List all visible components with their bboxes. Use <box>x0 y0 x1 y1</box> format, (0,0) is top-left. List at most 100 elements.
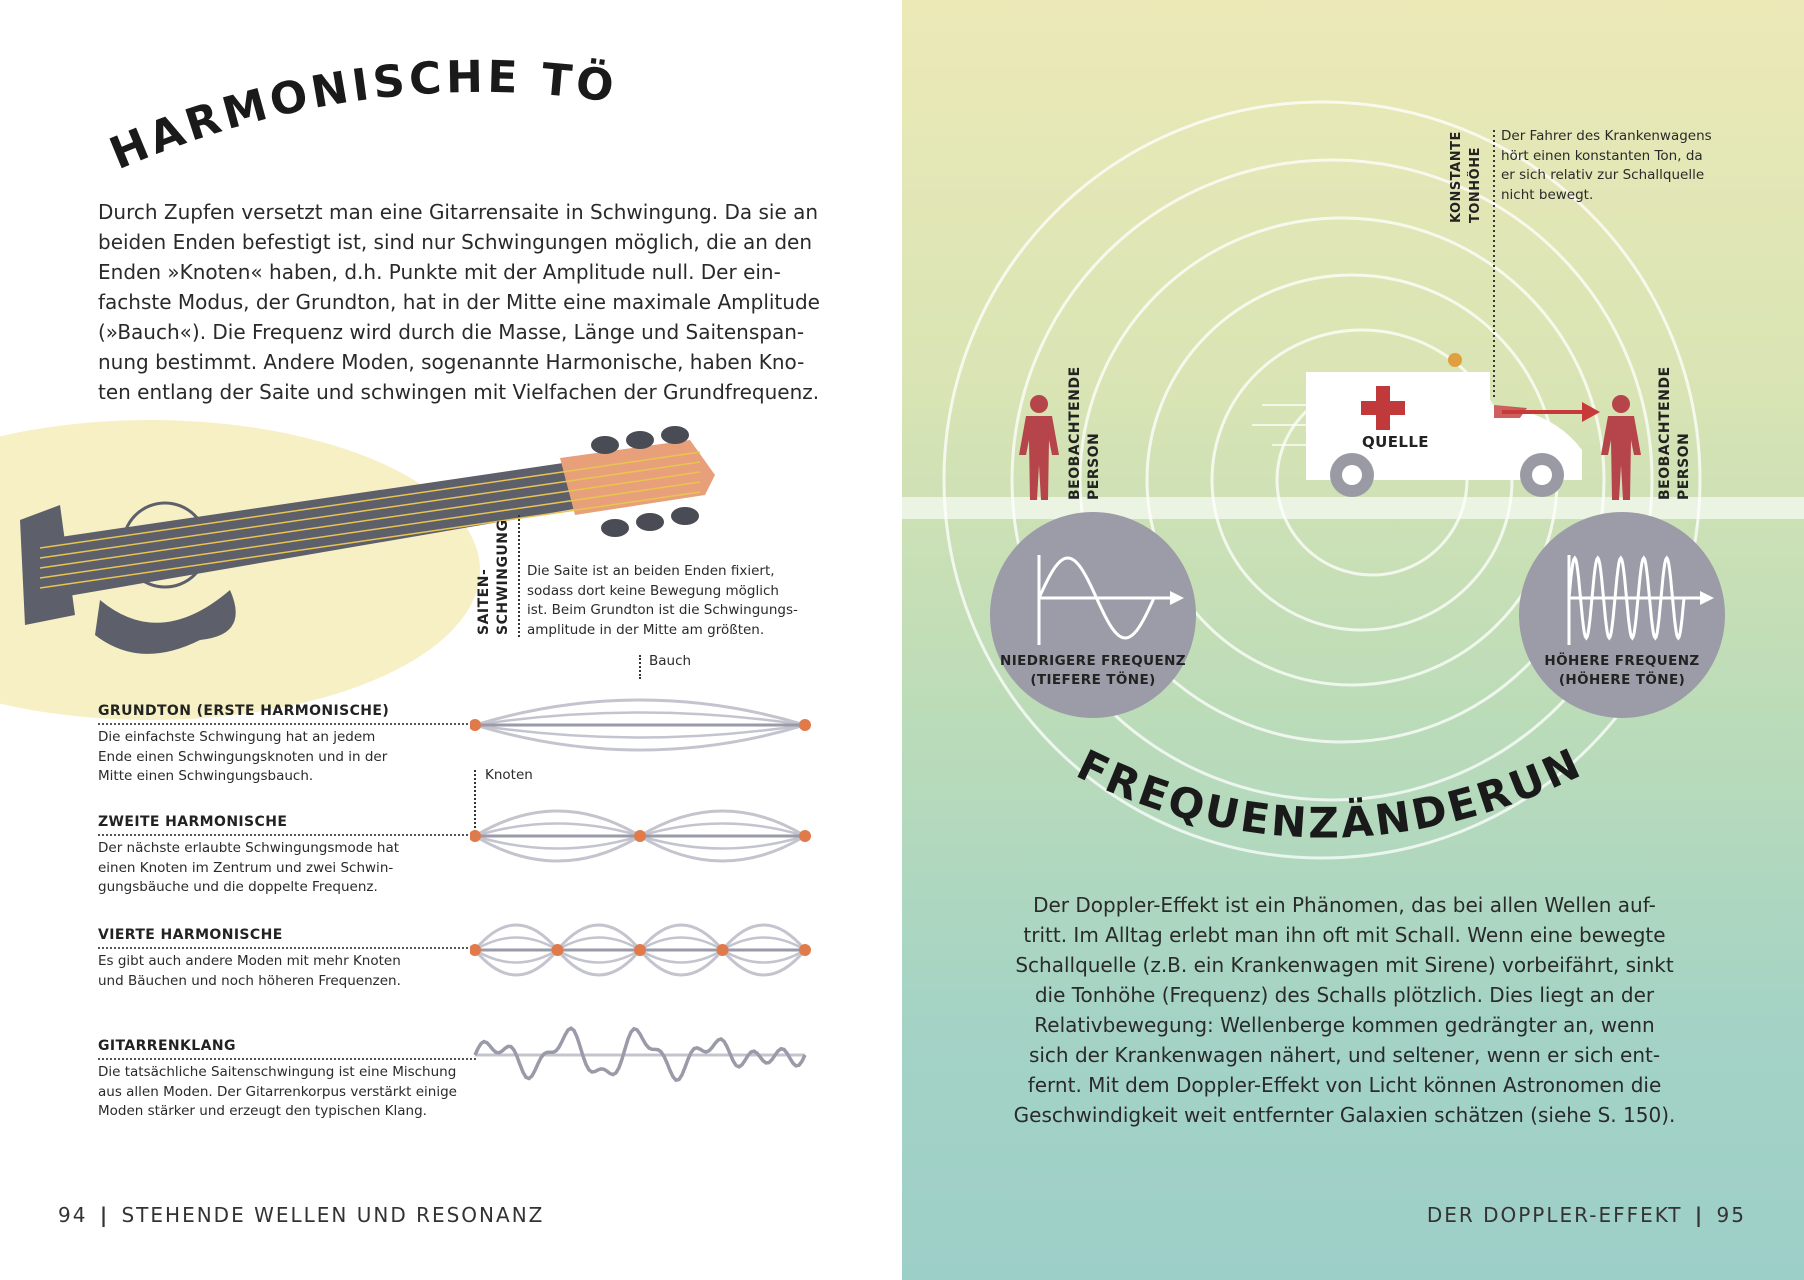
string-annotation-text: Die Saite ist an beiden Enden fixiert, s… <box>527 562 798 640</box>
paragraph-line: fernt. Mit dem Doppler-Effekt von Licht … <box>1027 1073 1662 1097</box>
low-frequency-label: NIEDRIGERE FREQUENZ (TIEFERE TÖNE) <box>993 652 1193 690</box>
annotation-line: ist. Beim Grundton ist die Schwingungs- <box>527 602 798 618</box>
doppler-paragraph: Der Doppler-Effekt ist ein Phänomen, das… <box>942 890 1747 1130</box>
annotation-line: sodass dort keine Bewegung möglich <box>527 582 779 599</box>
paragraph-line: die Tonhöhe (Frequenz) des Schalls plötz… <box>1034 983 1655 1007</box>
road <box>902 497 1804 519</box>
label-line: NIEDRIGERE FREQUENZ <box>1000 653 1186 669</box>
intro-text: Durch Zupfen versetzt man eine Gitarrens… <box>98 197 858 407</box>
paragraph-line: Geschwindigkeit weit entfernter Galaxien… <box>1013 1103 1676 1127</box>
label-line: PERSON <box>1676 432 1692 500</box>
footer-separator: | <box>1694 1203 1705 1227</box>
mode-heading: GRUNDTON (ERSTE HARMONISCHE) <box>98 703 390 719</box>
node-dot <box>799 719 811 731</box>
node-dot <box>470 944 481 956</box>
mode-line: aus allen Moden. Der Gitarrenkorpus vers… <box>98 1083 457 1100</box>
label-line: TONHÖHE <box>1468 147 1483 223</box>
annotation-line: nicht bewegt. <box>1501 186 1594 203</box>
annotation-leader <box>518 515 520 637</box>
annotation-line: Die Saite ist an beiden Enden fixiert, <box>527 563 775 579</box>
guitar-sound-wave <box>473 1026 807 1083</box>
label-line: SAITEN- <box>476 568 492 635</box>
low-frequency-circle <box>990 512 1196 718</box>
label-line: (TIEFERE TÖNE) <box>1030 672 1156 688</box>
label-line: KONSTANTE <box>1449 131 1464 223</box>
standing-wave-curve <box>474 711 806 727</box>
label-line: HÖHERE FREQUENZ <box>1544 653 1700 669</box>
observer-label-left: BEOBACHTENDE PERSON <box>1067 350 1103 500</box>
annotation-line: hört einen konstanten Ton, da <box>1501 147 1703 164</box>
mode-heading: GITARRENKLANG <box>98 1038 236 1054</box>
mode-gitarrenklang: GITARRENKLANG Die tatsächliche Saitensch… <box>98 1038 476 1122</box>
label-line: BEOBACHTENDE <box>1067 366 1083 500</box>
paragraph-line: Relativbewegung: Wellenberge kommen gedr… <box>1034 1013 1655 1037</box>
node-dot <box>551 944 564 956</box>
annotation-line: Der Fahrer des Krankenwagens <box>1501 128 1712 144</box>
mode-vierte: VIERTE HARMONISCHE Es gibt auch andere M… <box>98 927 476 991</box>
ambulance <box>1252 353 1600 497</box>
node-dot <box>799 944 811 956</box>
page-title-harmonische: HARMONISCHE TÖNE <box>0 0 621 180</box>
mode-zweite: ZWEITE HARMONISCHE Der nächste erlaubte … <box>98 814 476 898</box>
mode-line: Mitte einen Schwingungsbauch. <box>98 768 314 784</box>
right-page: FREQUENZÄNDERUNG KONSTANTE TONHÖHE Der F… <box>902 0 1804 1280</box>
section-title: DER DOPPLER-EFFEKT <box>1426 1203 1683 1227</box>
observer-icons <box>1019 395 1641 500</box>
intro-line: nung bestimmt. Andere Moden, sogenannte … <box>98 350 805 374</box>
mode-line: gungsbäuche und die doppelte Frequenz. <box>98 879 378 895</box>
divider <box>98 947 476 949</box>
annotation-line: amplitude in der Mitte am größten. <box>527 621 765 638</box>
string-annotation-label: SAITEN- SCHWINGUNG <box>476 519 512 635</box>
mode-grundton: GRUNDTON (ERSTE HARMONISCHE) Die einfach… <box>98 703 476 787</box>
mode-line: und Bäuchen und noch höheren Frequenzen. <box>98 972 401 989</box>
label-line: (HÖHERE TÖNE) <box>1558 672 1686 688</box>
left-page: HARMONISCHE TÖNE Durch Zupfen versetzt m… <box>0 0 858 1227</box>
paragraph-line: sich der Krankenwagen nähert, und selten… <box>1028 1043 1661 1067</box>
mode-line: Die tatsächliche Saitenschwingung ist ei… <box>98 1064 457 1080</box>
guitar-illustration <box>0 420 715 720</box>
standing-wave-curve <box>474 698 806 727</box>
node-dot <box>716 944 729 956</box>
footer-right: DER DOPPLER-EFFEKT | 95 <box>1427 1203 1746 1227</box>
source-label: QUELLE <box>1362 433 1429 451</box>
page-number: 94 <box>58 1203 88 1227</box>
mode-line: einen Knoten im Zentrum und zwei Schwin- <box>98 859 394 876</box>
label-line: PERSON <box>1086 432 1102 500</box>
standing-wave-curve <box>474 723 806 739</box>
intro-line: Durch Zupfen versetzt man eine Gitarrens… <box>98 200 819 224</box>
knoten-leader <box>474 770 476 832</box>
mode-heading: VIERTE HARMONISCHE <box>98 927 283 943</box>
paragraph-line: Der Doppler-Effekt ist ein Phänomen, das… <box>1033 893 1656 917</box>
label-line: BEOBACHTENDE <box>1657 366 1673 500</box>
divider <box>98 834 476 836</box>
bauch-leader <box>639 655 641 679</box>
high-frequency-label: HÖHERE FREQUENZ (HÖHERE TÖNE) <box>1522 652 1722 690</box>
section-title: STEHENDE WELLEN UND RESONANZ <box>121 1203 545 1227</box>
constant-pitch-text: Der Fahrer des Krankenwagens hört einen … <box>1501 127 1712 205</box>
paragraph-line: tritt. Im Alltag erlebt man ihn oft mit … <box>1023 923 1666 947</box>
mode-line: Es gibt auch andere Moden mit mehr Knote… <box>98 953 401 969</box>
mode-line: Die einfachste Schwingung hat an jedem <box>98 729 376 745</box>
footer-separator: | <box>99 1203 110 1227</box>
mode-line: Moden stärker und erzeugt den typischen … <box>98 1103 427 1119</box>
harmonics-diagram <box>470 698 811 1083</box>
divider <box>98 723 476 725</box>
footer-left: 94 | STEHENDE WELLEN UND RESONANZ <box>58 1203 544 1227</box>
intro-line: fachste Modus, der Grundton, hat in der … <box>98 290 820 314</box>
node-dot <box>799 830 811 842</box>
mode-heading: ZWEITE HARMONISCHE <box>98 814 288 830</box>
paragraph-line: Schallquelle (z.B. ein Krankenwagen mit … <box>1015 953 1674 977</box>
label-line: SCHWINGUNG <box>495 519 511 635</box>
intro-line: Enden »Knoten« haben, d.h. Punkte mit de… <box>98 260 781 284</box>
title-arc: HARMONISCHE TÖNE <box>0 0 621 180</box>
intro-line: ten entlang der Saite und schwingen mit … <box>98 380 820 404</box>
knoten-label: Knoten <box>485 767 533 783</box>
divider <box>98 1058 476 1060</box>
annotation-line: er sich relativ zur Schallquelle <box>1501 167 1705 183</box>
intro-line: beiden Enden befestigt ist, sind nur Sch… <box>98 230 812 254</box>
doppler-illustration: FREQUENZÄNDERUNG <box>902 0 1804 860</box>
observer-label-right: BEOBACHTENDE PERSON <box>1657 350 1693 500</box>
high-frequency-circle <box>1519 512 1725 718</box>
node-dot <box>470 719 481 731</box>
page-number: 95 <box>1716 1203 1746 1227</box>
